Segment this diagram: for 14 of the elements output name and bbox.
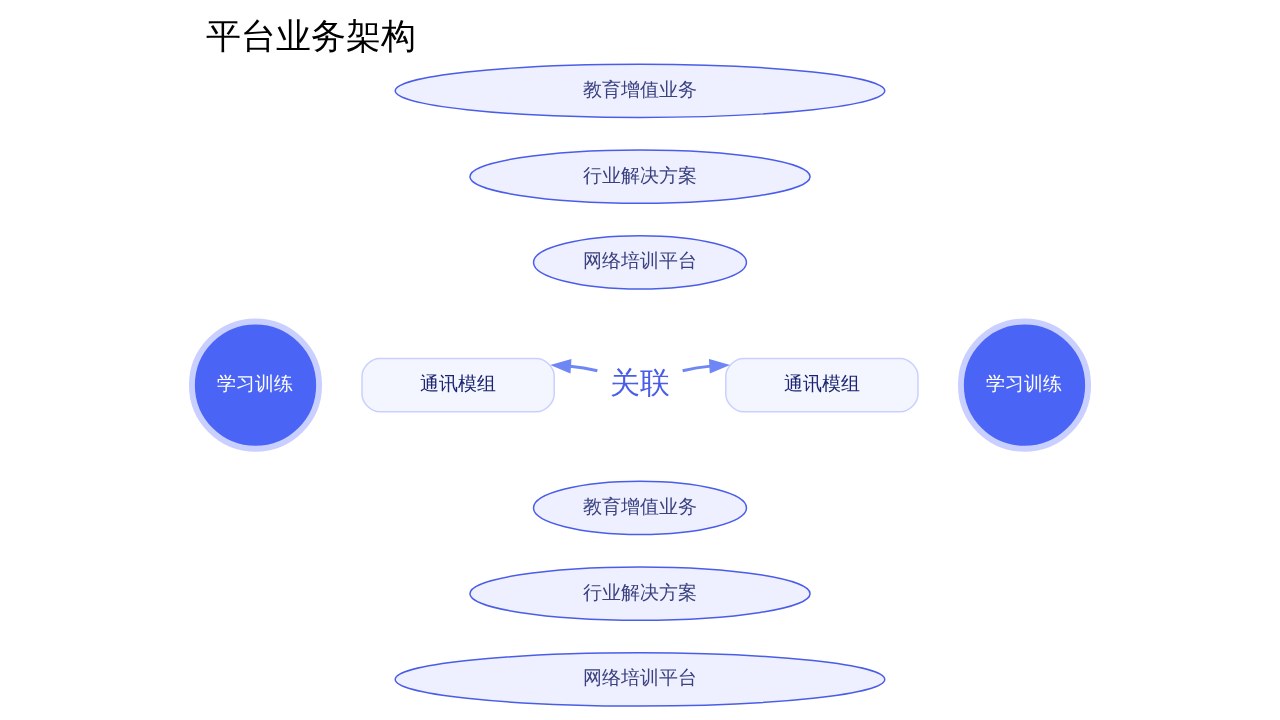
node-ellipse: 网络培训平台 bbox=[394, 652, 886, 707]
node-ellipse: 行业解决方案 bbox=[469, 149, 811, 204]
node-box: 通讯模组 bbox=[725, 357, 919, 413]
node-ellipse: 行业解决方案 bbox=[469, 566, 811, 621]
node-text: 关联 bbox=[610, 365, 670, 400]
node-ellipse: 网络培训平台 bbox=[532, 235, 748, 290]
node-ellipse: 教育增值业务 bbox=[394, 63, 886, 119]
arrow bbox=[682, 359, 731, 374]
diagram-title: 平台业务架构 bbox=[205, 15, 416, 57]
node-ellipse: 教育增值业务 bbox=[532, 480, 748, 536]
arrow bbox=[550, 359, 598, 374]
node-circle: 学习训练 bbox=[188, 318, 323, 452]
node-circle: 学习训练 bbox=[957, 318, 1092, 452]
node-box: 通讯模组 bbox=[361, 357, 555, 413]
